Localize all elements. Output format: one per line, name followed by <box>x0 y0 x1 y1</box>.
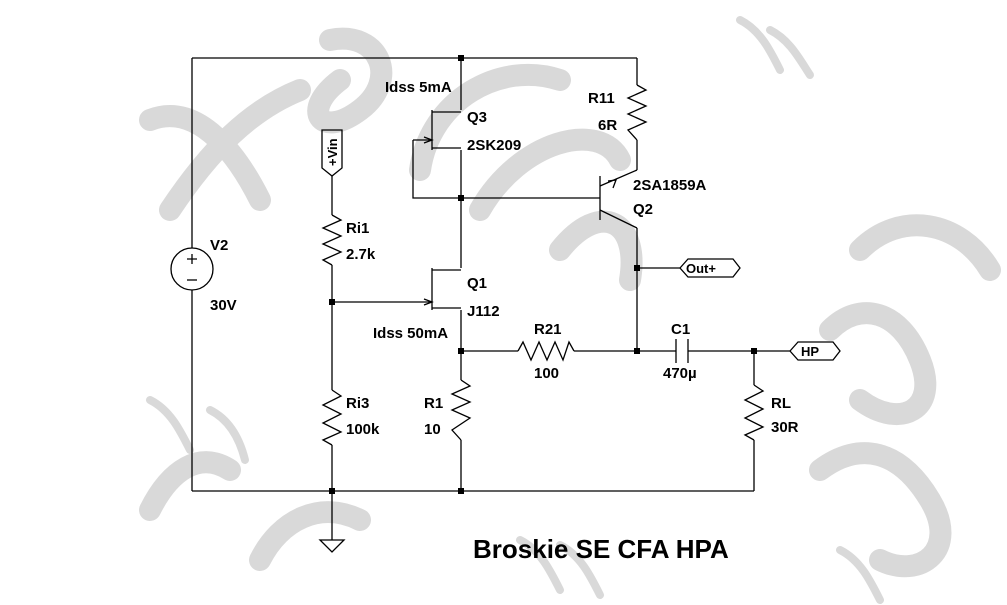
resistor-rl <box>743 384 765 441</box>
hp-label: HP <box>801 344 819 359</box>
q1-part: J112 <box>467 303 500 320</box>
net-flag-hp: HP <box>789 341 841 361</box>
c1-name: C1 <box>671 321 690 338</box>
ri1-value: 2.7k <box>346 246 376 263</box>
q2-part: 2SA1859A <box>633 177 707 194</box>
v2-value: 30V <box>210 297 237 314</box>
bjt-q2 <box>599 169 638 229</box>
r1-value: 10 <box>424 421 441 438</box>
v2-name: V2 <box>210 237 228 254</box>
ground-symbol <box>318 539 346 553</box>
resistor-r1 <box>450 379 472 441</box>
r11-name: R11 <box>588 90 615 107</box>
q3-name: Q3 <box>467 109 487 126</box>
q2-name: Q2 <box>633 201 653 218</box>
r21-name: R21 <box>534 321 562 338</box>
q1-name: Q1 <box>467 275 487 292</box>
out-label: Out+ <box>686 261 716 276</box>
net-flag-out: Out+ <box>679 258 741 278</box>
vin-label: +Vin <box>325 138 340 166</box>
ri1-name: Ri1 <box>346 220 369 237</box>
resistor-r21 <box>517 340 575 362</box>
diagram-title: Broskie SE CFA HPA <box>473 534 729 564</box>
jfet-q1 <box>423 268 461 310</box>
resistor-r11 <box>626 84 648 141</box>
wires <box>191 57 790 540</box>
c1-value: 470µ <box>663 365 697 382</box>
resistor-ri1 <box>321 214 343 266</box>
r11-value: 6R <box>598 117 617 134</box>
capacitor-c1 <box>675 339 689 363</box>
jfet-q3 <box>413 110 461 150</box>
net-flag-vin: +Vin <box>321 129 343 177</box>
ri3-value: 100k <box>346 421 380 438</box>
resistor-ri3 <box>321 389 343 446</box>
rl-name: RL <box>771 395 791 412</box>
q3-note: Idss 5mA <box>385 79 452 96</box>
watermark <box>139 16 1001 604</box>
ri3-name: Ri3 <box>346 395 369 412</box>
r1-name: R1 <box>424 395 443 412</box>
q1-note: Idss 50mA <box>373 325 448 342</box>
r21-value: 100 <box>534 365 559 382</box>
rl-value: 30R <box>771 419 799 436</box>
junctions <box>329 55 757 494</box>
voltage-source-v2 <box>170 247 214 291</box>
q3-part: 2SK209 <box>467 137 521 154</box>
